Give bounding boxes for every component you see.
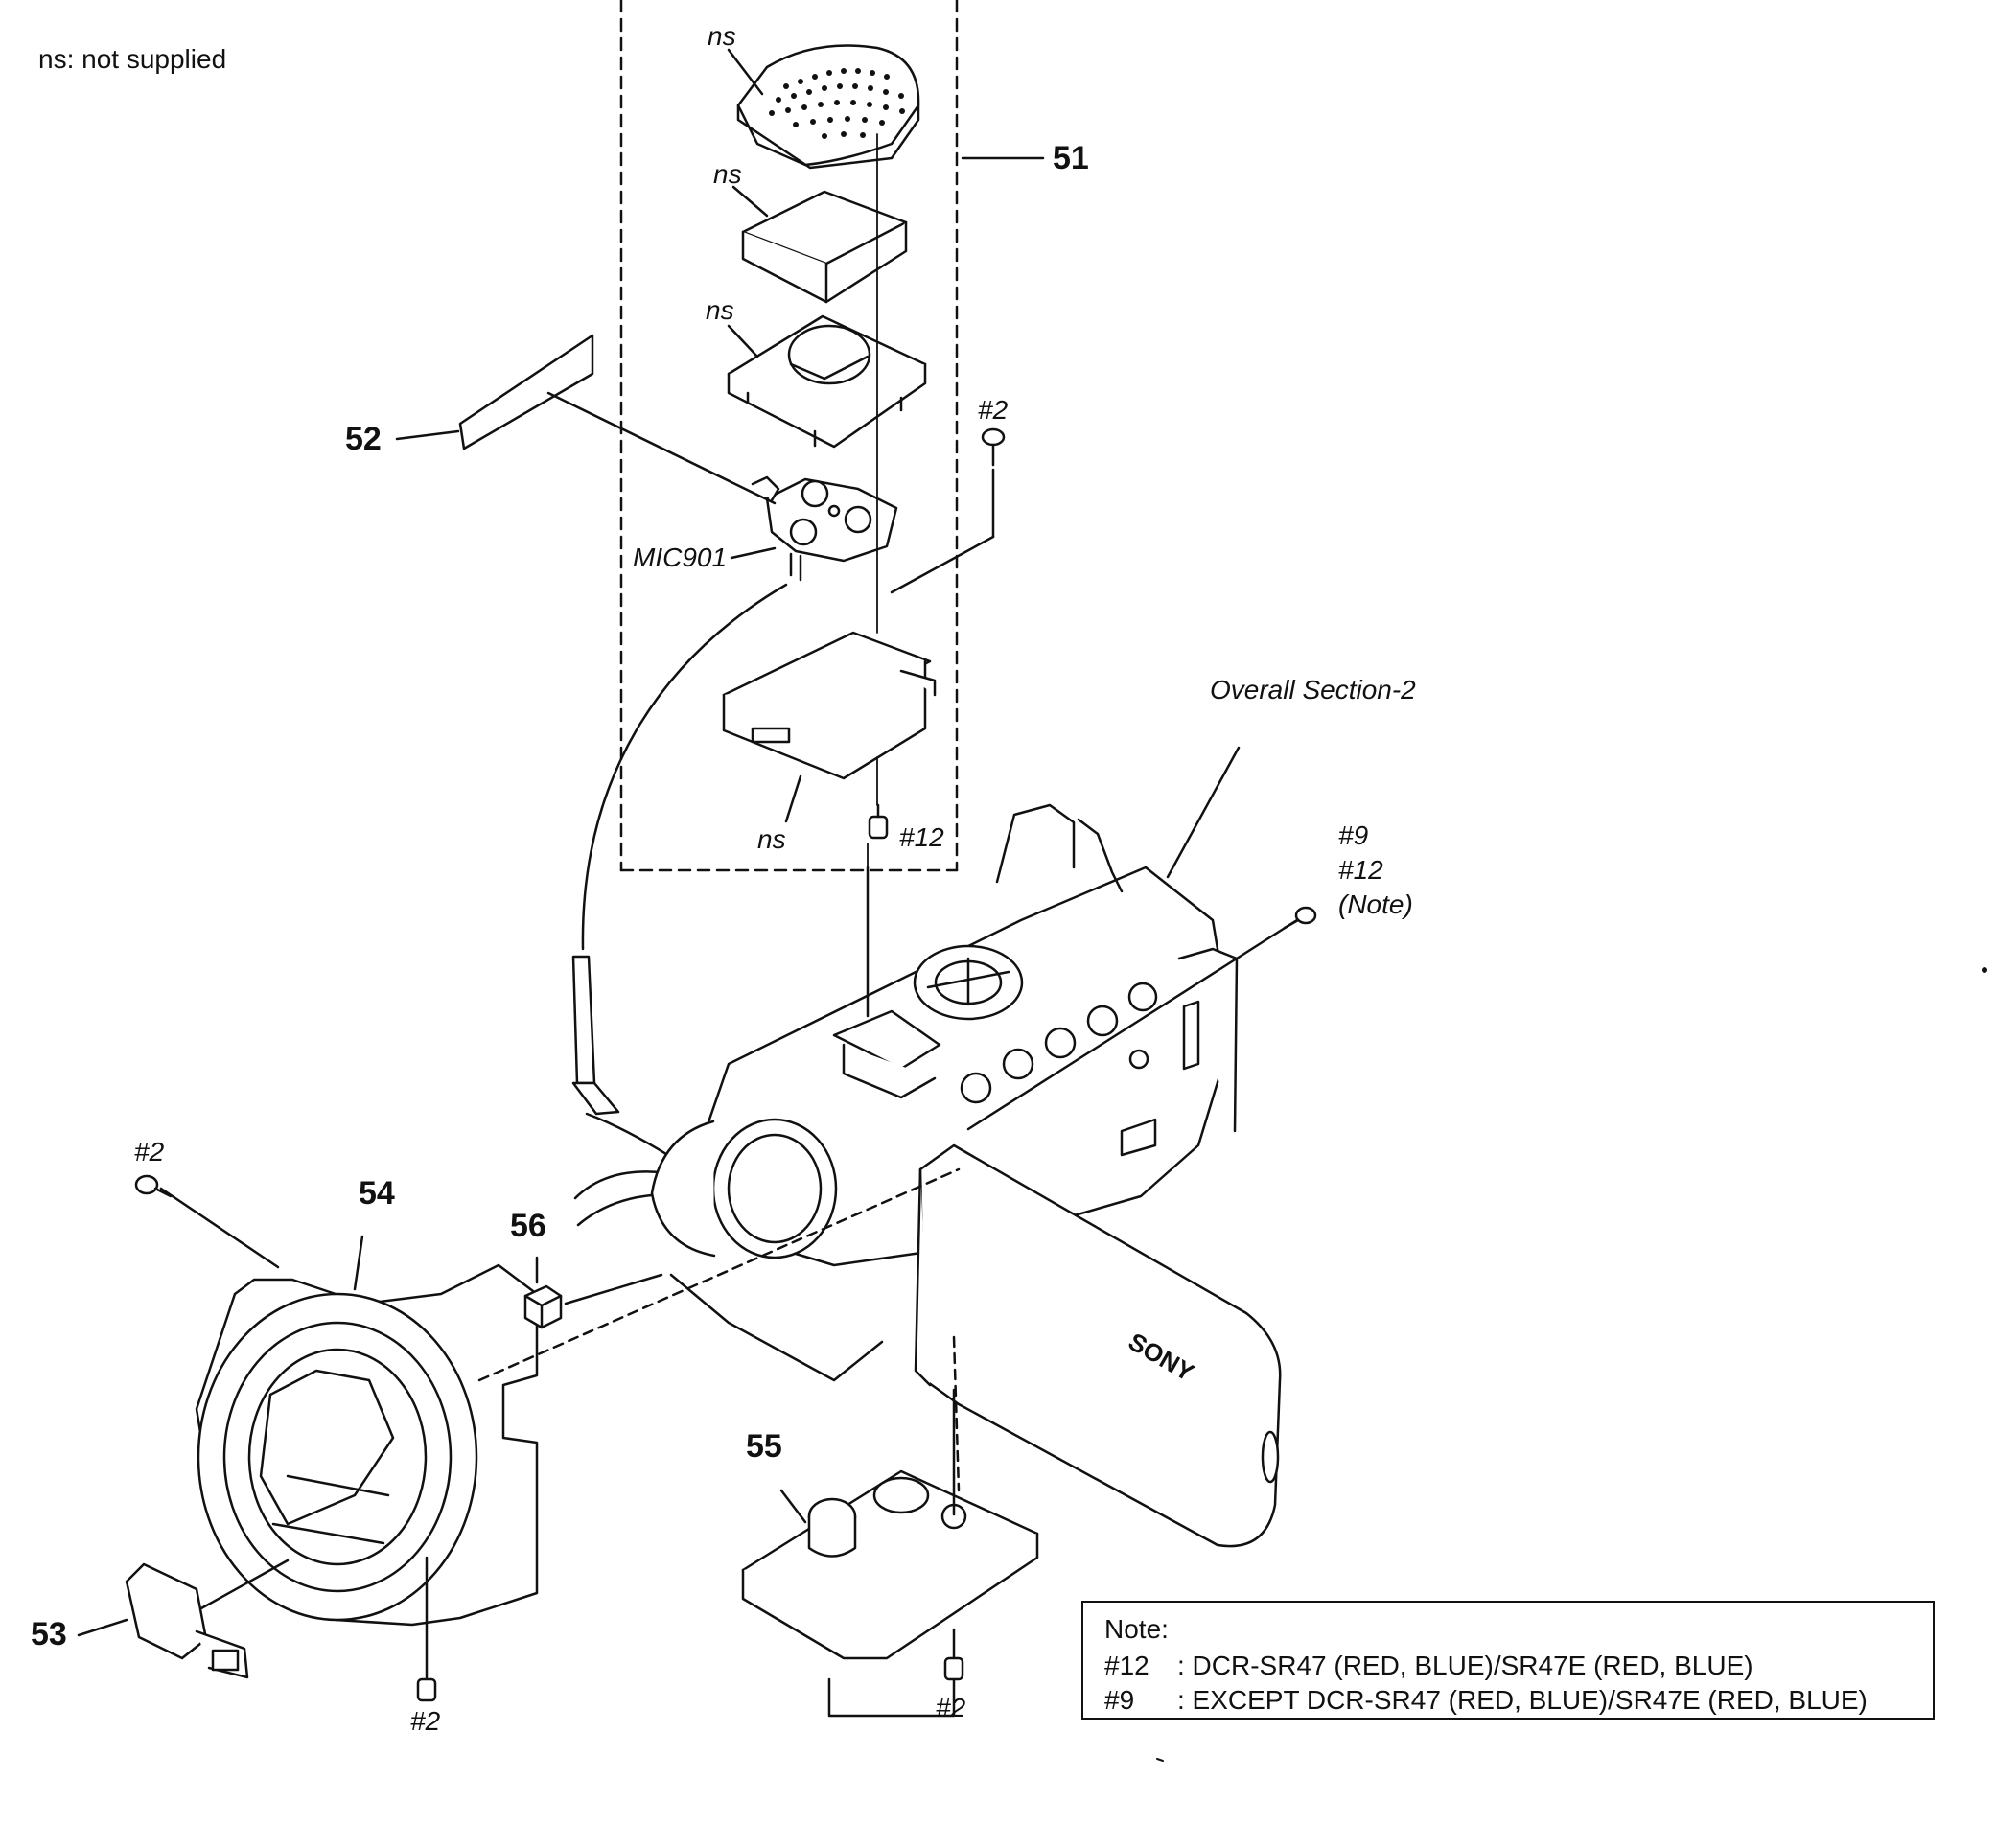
microphone-mic901: [751, 475, 898, 582]
part-number-51: 51: [1053, 140, 1089, 176]
leader-ns-3: [727, 324, 759, 358]
part-56: [523, 1284, 563, 1329]
part-number-56: 56: [510, 1208, 546, 1244]
mic-bracket: [722, 631, 937, 780]
leader-53: [77, 1618, 128, 1637]
screw-2-top: [981, 427, 1006, 467]
label-screw-9: #9: [1338, 820, 1369, 850]
legend-ns: ns: not supplied: [38, 44, 227, 74]
screw-2-bottom-left: [416, 1677, 437, 1702]
mic-holder: [727, 314, 927, 449]
front-cover-54: [195, 1263, 539, 1627]
label-note-ref: (Note): [1338, 889, 1413, 919]
leader-ns-4: [784, 774, 802, 823]
note-text: : DCR-SR47 (RED, BLUE)/SR47E (RED, BLUE): [1177, 1651, 1753, 1680]
note-row: #9 : EXCEPT DCR-SR47 (RED, BLUE)/SR47E (R…: [1104, 1685, 1868, 1716]
leader-ns-1: [727, 48, 764, 96]
axis-part-56: [564, 1273, 663, 1305]
part-number-54: 54: [359, 1175, 395, 1212]
note-title: Note:: [1104, 1614, 1169, 1644]
screw-12-mid: [868, 803, 889, 840]
label-ns-2: ns: [713, 159, 742, 189]
part-number-52: 52: [345, 421, 382, 457]
axis-jack-cover: [199, 1559, 290, 1610]
lcd-dashed-axis: [952, 1335, 961, 1492]
label-ns-1: ns: [708, 21, 736, 51]
leader-overall-section: [1166, 746, 1241, 879]
leader-mic901: [730, 546, 777, 560]
label-screw-2-bottom-left: #2: [410, 1706, 441, 1736]
part-number-53: 53: [31, 1616, 67, 1652]
part-number-55: 55: [746, 1428, 782, 1465]
stray-mark-2: [1156, 1758, 1164, 1762]
bottom-cover-55: [741, 1469, 1039, 1660]
label-mic901: MIC901: [633, 543, 728, 572]
screw-9-12-right: [1283, 906, 1317, 930]
axis-screw-2-left: [159, 1187, 280, 1269]
label-overall-section: Overall Section-2: [1210, 675, 1416, 705]
lcd-panel: [914, 1143, 1282, 1548]
axis-front-cover: [477, 1167, 961, 1382]
screw-2-bottom-mid: [943, 1656, 964, 1681]
label-plate-52: [458, 334, 777, 505]
leader-54: [353, 1235, 364, 1291]
label-screw-2-left: #2: [134, 1137, 165, 1167]
label-screw-12-right: #12: [1338, 855, 1383, 885]
note-box: Note: #12 : DCR-SR47 (RED, BLUE)/SR47E (R…: [1081, 1601, 1935, 1720]
label-screw-2-top: #2: [978, 395, 1009, 425]
foam-pad: [741, 190, 908, 304]
leader-ns-2: [731, 185, 769, 218]
assembly-51-box: [619, 0, 959, 872]
label-ns-3: ns: [706, 295, 734, 325]
label-screw-2-bottom-mid: #2: [936, 1693, 966, 1722]
label-ns-4: ns: [757, 824, 786, 854]
jack-cover-53: [125, 1562, 249, 1679]
grille-holes: [769, 68, 905, 139]
axis-screw-9-12: [966, 916, 1302, 1131]
note-row: #12 : DCR-SR47 (RED, BLUE)/SR47E (RED, BL…: [1104, 1651, 1753, 1681]
screw-2-left: [134, 1174, 173, 1198]
label-screw-12-mid: #12: [899, 822, 944, 852]
note-text: : EXCEPT DCR-SR47 (RED, BLUE)/SR47E (RED…: [1177, 1685, 1868, 1715]
stray-mark: [1982, 967, 1987, 973]
note-ref: #12: [1104, 1651, 1149, 1680]
mic-grille-cover: [736, 44, 920, 170]
leader-52: [395, 429, 460, 441]
lens-barrel: [650, 1118, 884, 1382]
leader-55: [779, 1489, 807, 1524]
axis-screw-2-top-b: [890, 535, 995, 594]
note-ref: #9: [1104, 1685, 1135, 1715]
